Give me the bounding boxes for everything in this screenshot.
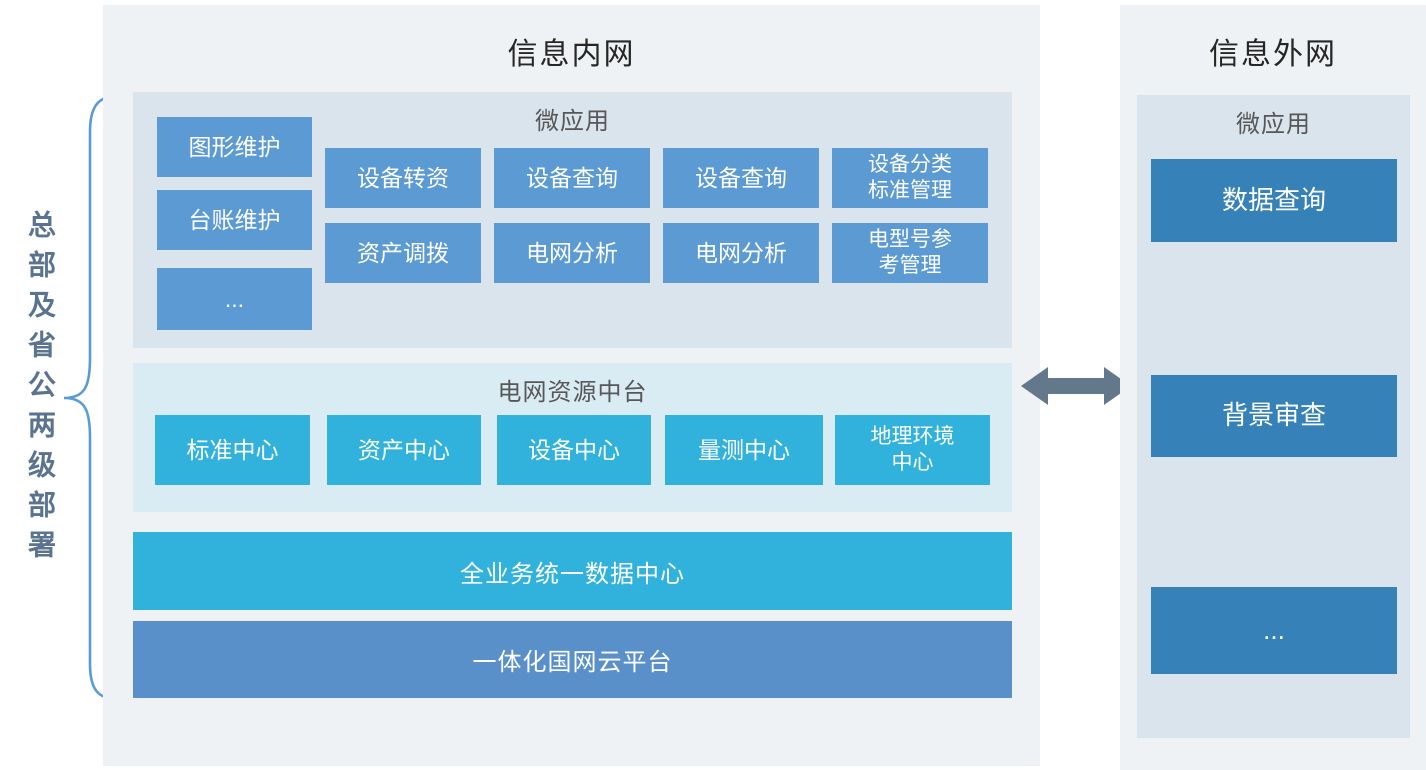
extranet-microapps-title: 微应用 [1236,111,1311,138]
unified-data-center-bar: 全业务统一数据中心 [133,532,1012,610]
asset-center-box: 资产中心 [327,415,481,485]
double-arrow-icon [1021,367,1131,405]
grid-resource-platform-title: 电网资源中台 [497,379,648,406]
equipment-query-box-1: 设备查询 [494,148,650,208]
data-query-box: 数据查询 [1151,159,1397,242]
intranet-title: 信息内网 [507,38,636,71]
standard-center-box: 标准中心 [155,415,310,485]
intranet-microapps-title: 微应用 [535,108,610,135]
equipment-center-box: 设备中心 [497,415,651,485]
grid-analysis-box-2: 电网分析 [663,223,819,283]
ledger-maintenance-box: 台账维护 [157,190,312,250]
grid-resource-platform-section: 电网资源中台 标准中心 资产中心 设备中心 量测中心 地理环境 中心 [133,363,1012,512]
asset-allocation-box: 资产调拨 [325,223,481,283]
equipment-transfer-box: 设备转资 [325,148,481,208]
intranet-panel: 信息内网 微应用 图形维护 台账维护 ... 设备转资 设备查询 设备查询 设备… [103,5,1040,766]
more-extranet-apps-box: ... [1151,587,1397,674]
measurement-center-box: 量测中心 [665,415,823,485]
model-reference-management-box: 电型号参 考管理 [832,223,988,283]
deployment-scope-label: 总部及省公两级部署 [25,210,56,570]
extranet-microapps-section: 微应用 数据查询 背景审查 ... [1137,95,1410,738]
extranet-title: 信息外网 [1209,38,1337,71]
geo-environment-center-box: 地理环境 中心 [835,415,990,485]
brace-icon [63,94,120,701]
grid-analysis-box-1: 电网分析 [494,223,650,283]
more-microapps-box: ... [157,268,312,330]
extranet-panel: 信息外网 微应用 数据查询 背景审查 ... [1120,5,1426,770]
background-review-box: 背景审查 [1151,375,1397,457]
cloud-platform-bar: 一体化国网云平台 [133,621,1012,698]
graphic-maintenance-box: 图形维护 [157,117,312,177]
equipment-classification-standard-box: 设备分类 标准管理 [832,148,988,208]
intranet-microapps-section: 微应用 图形维护 台账维护 ... 设备转资 设备查询 设备查询 设备分类 标准… [133,92,1012,348]
equipment-query-box-2: 设备查询 [663,148,819,208]
